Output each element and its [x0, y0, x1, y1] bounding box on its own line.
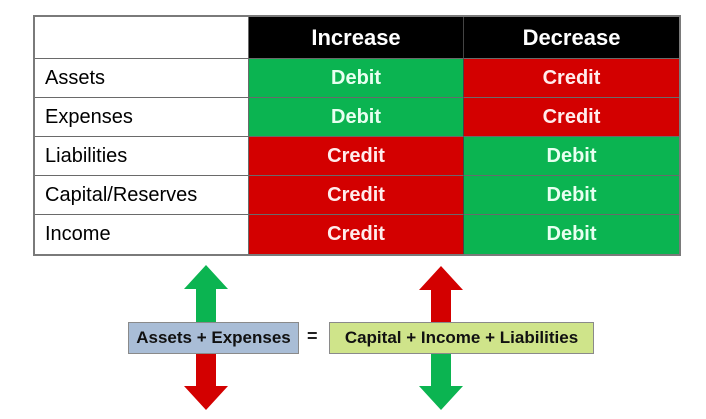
decrease-cell: Debit [464, 176, 679, 215]
header-decrease: Decrease [464, 17, 679, 59]
decrease-cell: Debit [464, 137, 679, 176]
row-label: Income [35, 215, 250, 254]
table-row: Liabilities Credit Debit [35, 137, 679, 176]
header-blank [35, 17, 250, 59]
row-label: Assets [35, 59, 250, 98]
increase-cell: Credit [249, 137, 465, 176]
header-increase: Increase [249, 17, 465, 59]
table-row: Income Credit Debit [35, 215, 679, 254]
equation-left-box: Assets + Expenses [128, 322, 299, 354]
decrease-cell: Debit [464, 215, 679, 254]
increase-cell: Credit [249, 215, 465, 254]
increase-cell: Debit [249, 59, 465, 98]
table-header-row: Increase Decrease [35, 17, 679, 59]
red-arrow-down-icon [184, 352, 228, 410]
increase-cell: Debit [249, 98, 465, 137]
equation-right-box: Capital + Income + Liabilities [329, 322, 594, 354]
row-label: Capital/Reserves [35, 176, 250, 215]
debit-credit-table: Increase Decrease Assets Debit Credit Ex… [33, 15, 681, 256]
decrease-cell: Credit [464, 98, 679, 137]
decrease-cell: Credit [464, 59, 679, 98]
table-row: Assets Debit Credit [35, 59, 679, 98]
row-label: Expenses [35, 98, 250, 137]
table-row: Expenses Debit Credit [35, 98, 679, 137]
increase-cell: Credit [249, 176, 465, 215]
row-label: Liabilities [35, 137, 250, 176]
green-arrow-down-icon [419, 352, 463, 410]
green-arrow-up-icon [184, 265, 228, 325]
equals-sign: = [307, 326, 318, 346]
red-arrow-up-icon [419, 266, 463, 325]
table-row: Capital/Reserves Credit Debit [35, 176, 679, 215]
